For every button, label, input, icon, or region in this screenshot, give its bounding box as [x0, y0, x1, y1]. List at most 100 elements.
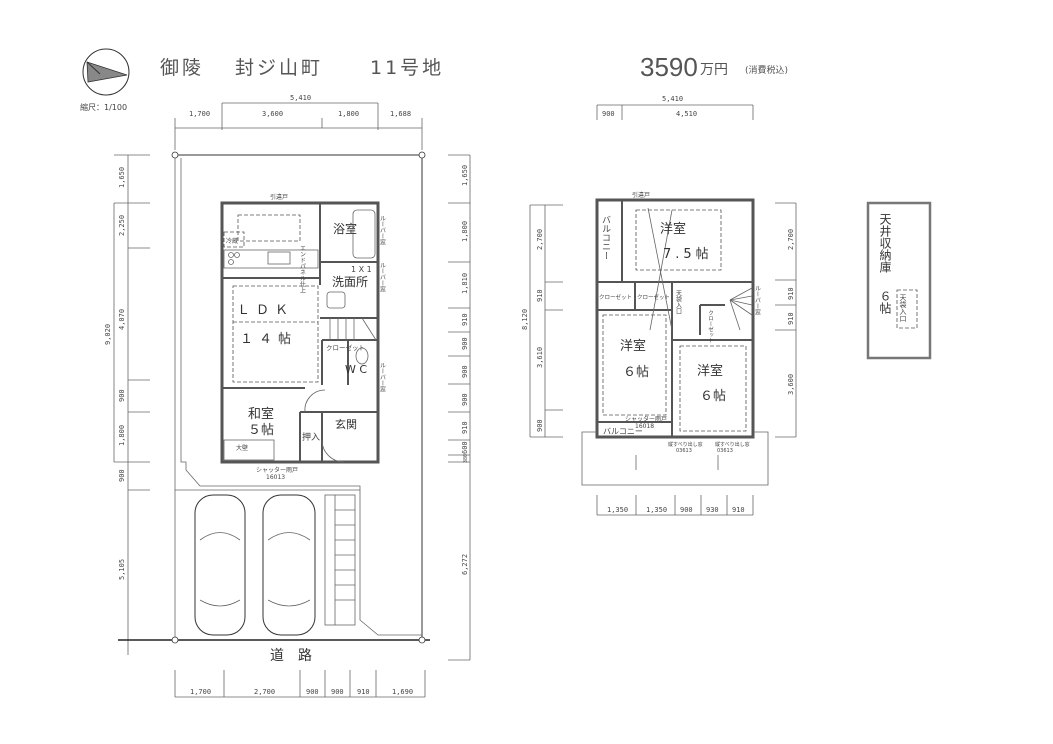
room-western-6b: 洋室 — [697, 363, 723, 379]
closet-label: クローゼット — [599, 293, 632, 301]
balcony-top: バルコニー — [600, 215, 611, 260]
car-icon — [194, 494, 246, 636]
dim: 1,650 — [461, 165, 469, 186]
dim: 910 — [461, 313, 469, 326]
title-area: 御陵 — [160, 57, 204, 79]
room-western-6b-size: ６帖 — [700, 389, 726, 404]
dim: 2,250 — [118, 215, 126, 236]
room-wc: W C — [345, 363, 367, 376]
dim: 900 — [461, 365, 469, 378]
window-label: 縦すべり出し窓 — [668, 441, 703, 448]
room-western-75-size: 7.5帖 — [663, 247, 713, 262]
attic-storage-box: 天井収納庫 ６帖 天袋入口 — [866, 201, 932, 360]
dim: 910 — [787, 287, 795, 300]
daido-label: 大壁 — [236, 444, 248, 452]
shutter-code: 16018 — [635, 423, 654, 430]
first-floor-plan: 5,410 1,700 3,600 1,800 1,688 1,650 2,25… — [104, 94, 471, 698]
tax-note: (消費税込) — [745, 64, 788, 76]
dim: 8,120 — [521, 309, 529, 330]
dim: 9,020 — [104, 324, 112, 345]
louver-label: ルーバー窓 — [379, 362, 386, 392]
dim: 930 — [706, 506, 719, 514]
dim: 4,510 — [676, 110, 697, 118]
window-code: 03613 — [676, 448, 692, 454]
louver-label: ルーバー窓 — [379, 215, 386, 245]
wash-note: 1 X 1 — [351, 265, 372, 274]
dim: 600 — [461, 441, 469, 454]
room-western-75: 洋室 — [660, 221, 686, 237]
dim: 900 — [118, 389, 126, 402]
second-floor-plan: 5,410 900 4,510 8,120 2,700 910 3,610 90… — [521, 95, 797, 516]
dim: 1,650 — [118, 167, 126, 188]
room-western-6a: 洋室 — [620, 338, 646, 354]
dim: 1,690 — [392, 688, 413, 696]
price-number: 3590 — [640, 52, 698, 82]
dim: 1,350 — [607, 506, 628, 514]
dim: 1,800 — [338, 110, 359, 118]
room-bath: 浴室 — [333, 221, 357, 236]
outdoor-steps — [324, 494, 356, 626]
dim: 2,700 — [536, 229, 544, 250]
dim: 5,410 — [290, 94, 311, 102]
window-code: 03613 — [717, 448, 733, 454]
closet-label: クローゼット — [326, 343, 365, 352]
dim: 380 — [463, 454, 469, 463]
shutter-label: シャッター雨戸 — [256, 466, 298, 474]
dim: 1,688 — [390, 110, 411, 118]
dim: 2,700 — [787, 229, 795, 250]
north-compass-icon — [82, 48, 130, 96]
dim: 900 — [461, 393, 469, 406]
dim: 3,600 — [262, 110, 283, 118]
room-washitsu-size: ５帖 — [248, 423, 274, 438]
dim: 1,350 — [646, 506, 667, 514]
dim: 1,700 — [189, 110, 210, 118]
room-ldk: ＬＤＫ — [237, 303, 294, 318]
dim: 3,610 — [536, 347, 544, 368]
room-ldk-size: １４帖 — [240, 332, 297, 347]
dim: 2,700 — [254, 688, 275, 696]
attic-label: 天井収納庫 — [878, 213, 892, 274]
dim: 910 — [461, 421, 469, 434]
road-label: 道 路 — [270, 648, 312, 664]
balcony-bottom: バルコニー — [603, 427, 643, 436]
dim: 900 — [602, 110, 615, 118]
dim: 5,105 — [118, 559, 126, 580]
dim: 910 — [536, 289, 544, 302]
attic-size: ６帖 — [878, 290, 892, 314]
louver-label: ルーバー窓 — [754, 285, 761, 315]
dim: 900 — [680, 506, 693, 514]
dim: 910 — [732, 506, 745, 514]
title-town: 封ジ山町 — [235, 57, 323, 79]
title-lot: 11号地 — [370, 57, 444, 79]
dim: 3,600 — [787, 374, 795, 395]
car-icon — [262, 494, 316, 636]
room-washitsu: 和室 — [248, 406, 274, 422]
scale-label: 縮尺：1/100 — [80, 102, 127, 112]
room-western-6a-size: ６帖 — [623, 365, 649, 380]
dim: 4,070 — [118, 309, 126, 330]
closet-label: クローゼット — [637, 293, 670, 301]
dim: 1,700 — [190, 688, 211, 696]
dim: 1,810 — [461, 273, 469, 294]
dim: 910 — [787, 312, 795, 325]
dim: 6,272 — [461, 554, 469, 575]
room-genkan: 玄関 — [335, 417, 357, 431]
fridge-label: 冷蔵 — [226, 237, 238, 245]
dim: 900 — [536, 419, 544, 432]
window-label: 縦すべり出し窓 — [715, 441, 750, 448]
dim: 5,410 — [662, 95, 683, 103]
door-label: 引違戸 — [270, 193, 288, 201]
louver-label: ルーバー窓 — [379, 262, 386, 292]
shutter-code: 16013 — [266, 474, 285, 481]
kitchen-note: エンドパネル仕上 — [299, 245, 306, 293]
room-washroom: 洗面所 — [332, 275, 368, 289]
hatch-label: 天袋入口 — [675, 290, 682, 315]
door-label: 引違戸 — [632, 191, 650, 199]
shutter-label: シャッター雨戸 — [625, 415, 667, 423]
dim: 900 — [331, 688, 344, 696]
dim: 1,800 — [461, 221, 469, 242]
price-unit: 万円 — [700, 62, 728, 78]
dim: 900 — [461, 337, 469, 350]
attic-hatch: 天袋入口 — [899, 294, 907, 322]
